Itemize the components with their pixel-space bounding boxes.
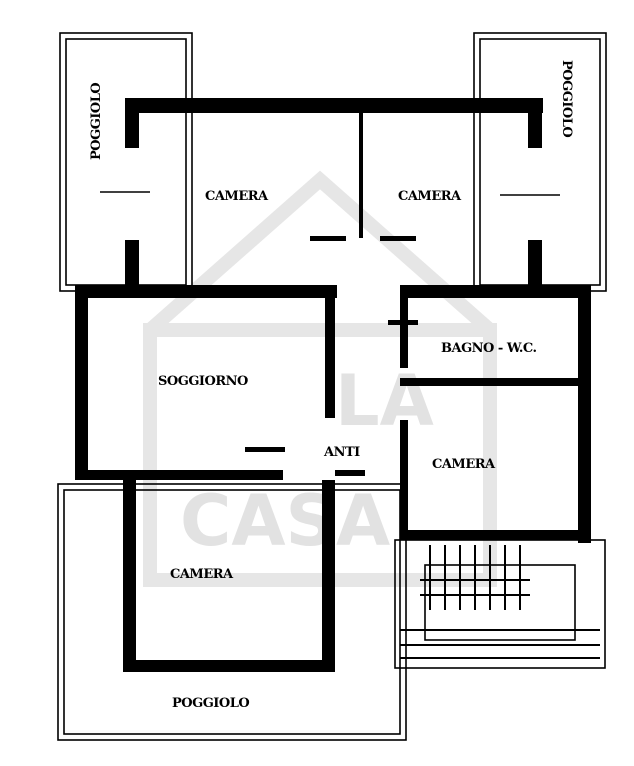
label-bedroom-right: CAMERA	[432, 457, 496, 472]
label-anteroom: ANTI	[323, 445, 360, 460]
label-bedroom-bottom: CAMERA	[170, 567, 234, 582]
balcony-bottom	[57, 483, 407, 741]
label-living-room: SOGGIORNO	[158, 374, 248, 389]
walls	[75, 98, 591, 672]
label-balcony-top-left: POGGIOLO	[89, 83, 104, 160]
watermark-text-casa: CASA	[180, 480, 390, 562]
label-bedroom-top-right: CAMERA	[398, 189, 462, 204]
watermark-text-la: LA	[335, 360, 434, 442]
watermark-logo: LA CASA	[143, 170, 497, 587]
staircase	[394, 539, 606, 669]
label-bathroom: BAGNO - W.C.	[441, 341, 537, 356]
windows	[100, 191, 560, 196]
label-bedroom-top-left: CAMERA	[205, 189, 269, 204]
label-balcony-top-right: POGGIOLO	[559, 60, 574, 137]
label-balcony-bottom: POGGIOLO	[172, 696, 249, 711]
